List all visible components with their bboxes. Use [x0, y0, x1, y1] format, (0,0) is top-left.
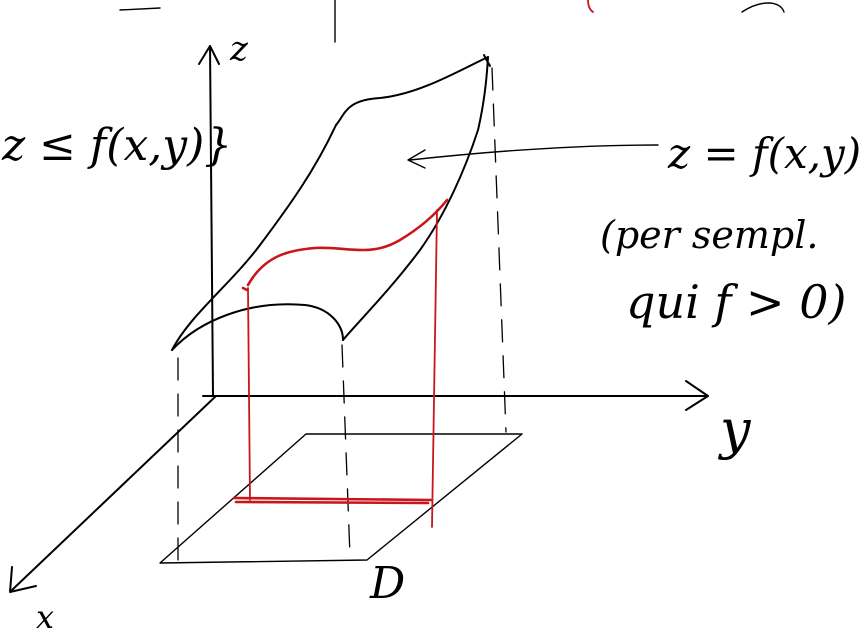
projection-lines	[177, 67, 507, 567]
z-axis	[198, 45, 220, 396]
slice-cross-section	[232, 198, 449, 528]
surface-outline	[171, 54, 491, 351]
x-axis	[9, 395, 217, 593]
domain-label: D	[369, 558, 405, 609]
surface-equation-label: z = f(x,y)	[667, 129, 861, 178]
x-axis-label: x	[36, 598, 54, 632]
top-edge-fragments	[119, 0, 785, 43]
y-axis	[202, 380, 709, 411]
domain-region-outline	[159, 433, 523, 564]
note-line-1: (per sempl.	[600, 213, 818, 257]
z-axis-label: z	[229, 29, 249, 69]
note-line-2: qui f > 0)	[626, 275, 846, 329]
surface-pointer-arrow	[407, 144, 659, 169]
region-condition-label: z ≤ f(x,y)}	[1, 120, 232, 171]
y-axis-label: y	[718, 398, 752, 461]
